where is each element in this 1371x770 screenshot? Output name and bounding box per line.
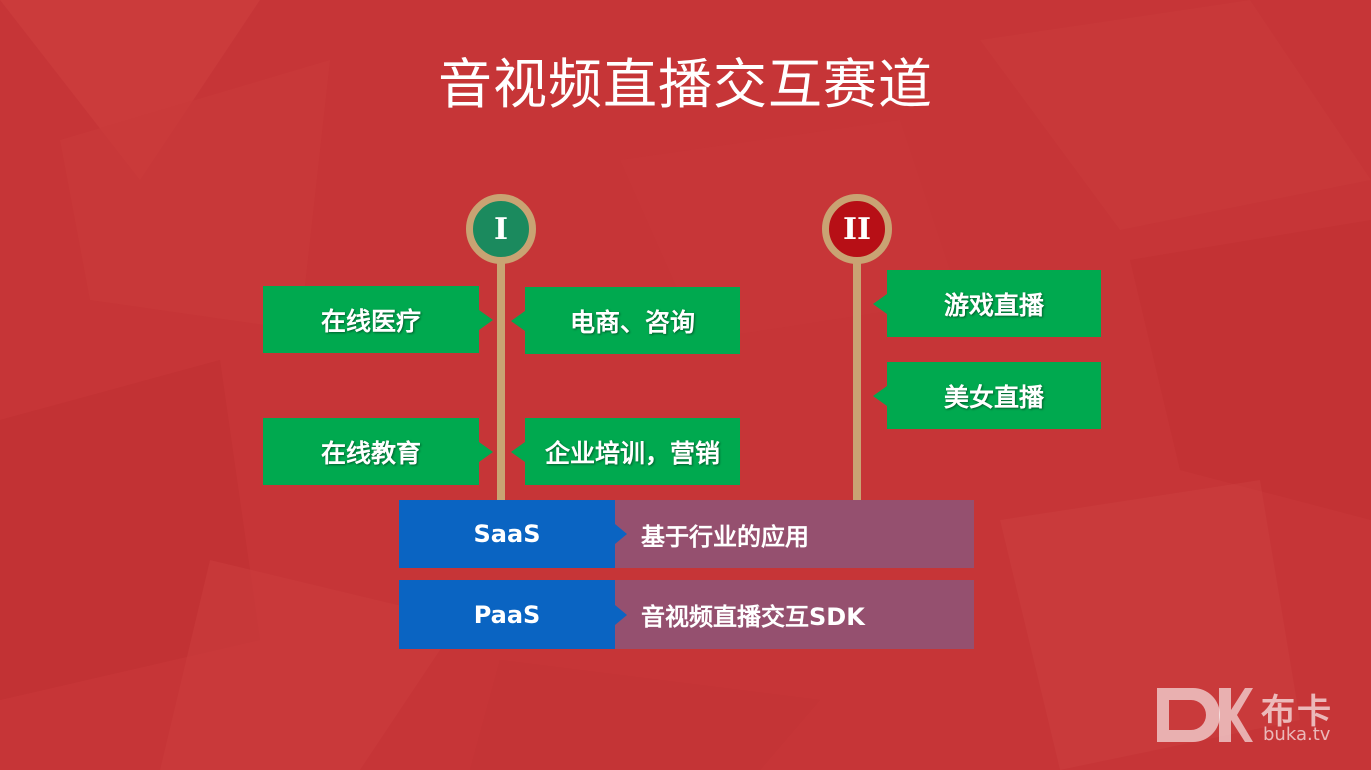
layer-desc: 音视频直播交互SDK (641, 603, 865, 631)
tag-game-live: 游戏直播 (873, 270, 1101, 337)
tag-online-education: 在线教育 (263, 418, 493, 485)
paas-layer: PaaS (399, 580, 627, 649)
dk-logo-icon (1157, 688, 1253, 742)
tag-label: 企业培训，营销 (544, 438, 720, 468)
tag-label: 游戏直播 (943, 290, 1044, 320)
buka-logo: 布卡 buka.tv (1153, 684, 1343, 748)
logo-domain-text: buka.tv (1263, 724, 1331, 745)
saas-layer: SaaS (399, 500, 627, 568)
layer-name: SaaS (473, 520, 541, 548)
tag-label: 美女直播 (943, 382, 1044, 412)
page-title: 音视频直播交互赛道 (438, 53, 933, 116)
layer-desc: 基于行业的应用 (641, 522, 809, 551)
arrow-right-icon (479, 309, 493, 330)
track-1-stem (497, 256, 505, 501)
tag-label: 在线医疗 (320, 306, 421, 336)
tag-beauty-live: 美女直播 (873, 362, 1101, 429)
tag-label: 在线教育 (320, 438, 421, 468)
track-1-marker: I (466, 194, 536, 264)
track-2-stem (853, 256, 861, 501)
arrow-right-icon (615, 604, 627, 625)
arrow-left-icon (873, 385, 887, 406)
tag-enterprise-training: 企业培训，营销 (511, 418, 740, 485)
arrow-left-icon (873, 293, 887, 314)
paas-description: 音视频直播交互SDK (615, 580, 974, 649)
arrow-right-icon (615, 524, 627, 544)
layer-name: PaaS (473, 600, 541, 629)
track-2-marker: II (822, 194, 892, 264)
tag-label: 电商、咨询 (569, 307, 695, 337)
tag-ecommerce-consulting: 电商、咨询 (511, 287, 740, 354)
arrow-left-icon (511, 310, 525, 331)
tag-online-medical: 在线医疗 (263, 286, 493, 353)
logo-brand-text: 布卡 (1261, 692, 1333, 732)
arrow-right-icon (479, 441, 493, 462)
arrow-left-icon (511, 441, 525, 462)
saas-description: 基于行业的应用 (615, 500, 974, 568)
